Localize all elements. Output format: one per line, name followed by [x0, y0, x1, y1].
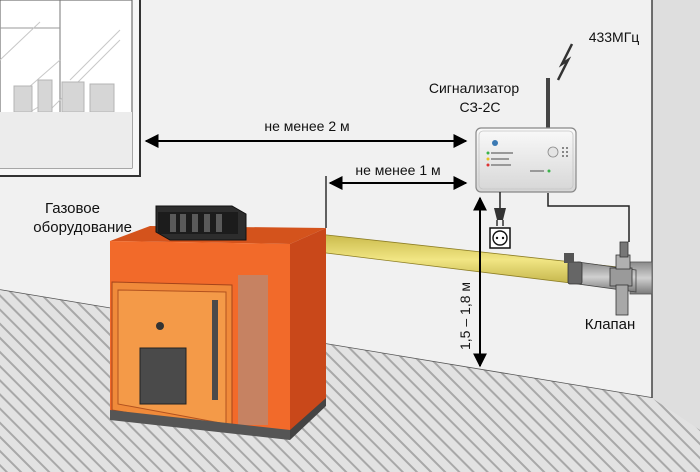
label-device-model: СЗ-2С — [460, 99, 501, 115]
gas-valve — [564, 241, 637, 316]
gas-boiler — [110, 226, 326, 440]
power-plug — [494, 191, 506, 226]
label-distance-boiler: не менее 1 м — [355, 162, 440, 178]
power-socket-icon — [489, 227, 511, 249]
valve-cable — [547, 193, 630, 242]
distance-arrow-boiler — [325, 176, 468, 228]
window — [0, 0, 141, 177]
label-equipment-line2: оборудование — [33, 219, 132, 236]
sensor-grille-icon — [547, 146, 559, 158]
label-equipment-line1: Газовое — [45, 200, 100, 217]
boiler-control-unit — [155, 205, 247, 241]
label-device-name: Сигнализатор — [429, 80, 519, 96]
label-height-range: 1,5 – 1,8 м — [457, 282, 473, 350]
label-frequency: 433МГц — [589, 29, 640, 45]
right-wall — [652, 0, 700, 472]
antenna-icon — [546, 43, 574, 128]
logo-icon — [492, 140, 498, 146]
gas-alarm-device — [475, 127, 577, 193]
label-distance-window: не менее 2 м — [264, 118, 349, 134]
label-valve: Клапан — [585, 316, 636, 333]
